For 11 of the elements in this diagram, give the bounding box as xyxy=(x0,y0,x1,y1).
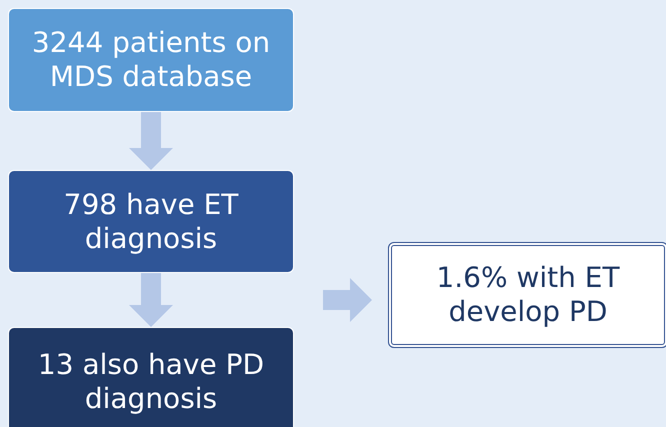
process-box xyxy=(8,8,294,112)
process-box xyxy=(8,170,294,273)
process-box xyxy=(8,327,294,427)
box-text: 798 have ET diagnosis xyxy=(62,188,240,256)
block-arrow xyxy=(129,273,173,327)
result-box xyxy=(388,242,666,348)
box-text: 3244 patients on MDS database xyxy=(30,26,272,94)
box-text: 1.6% with ET develop PD xyxy=(435,261,621,329)
block-arrow xyxy=(129,112,173,170)
block-arrow xyxy=(323,278,372,322)
box-text: 13 also have PD diagnosis xyxy=(36,348,266,416)
